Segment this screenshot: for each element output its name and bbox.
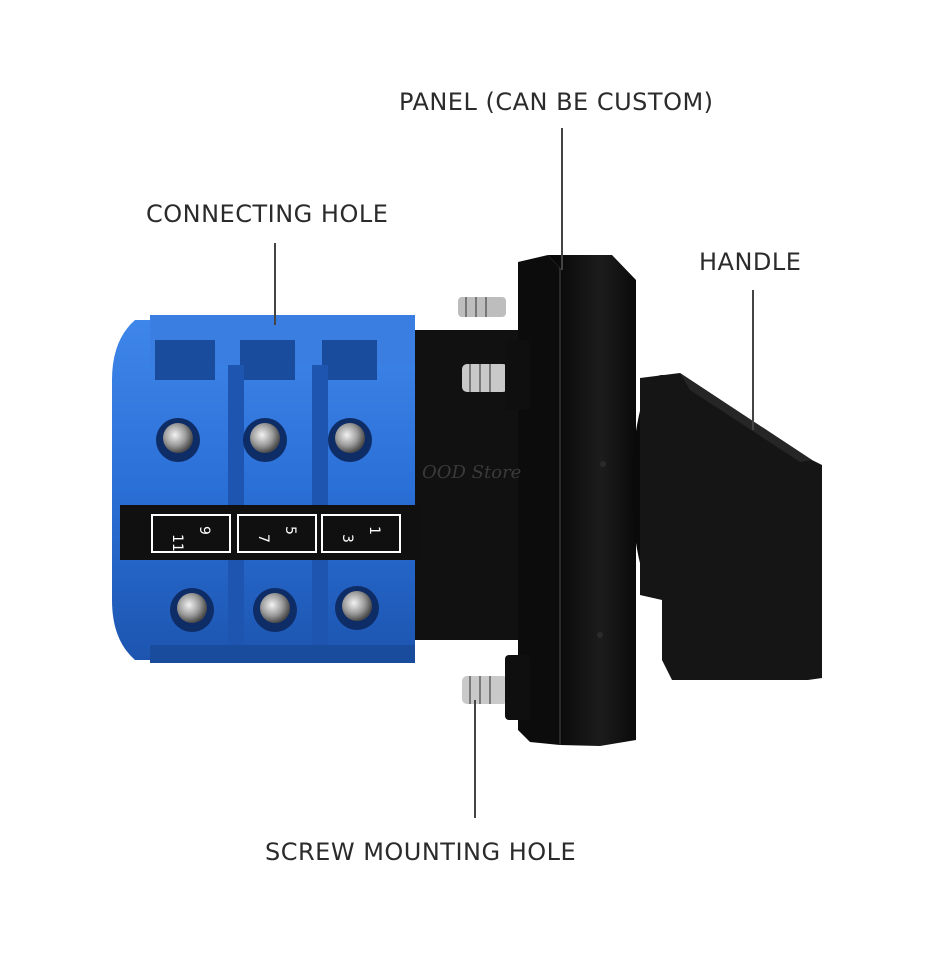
terminal-block xyxy=(112,315,420,663)
terminal-label-9: 9 xyxy=(196,526,212,535)
terminal-label-1: 1 xyxy=(366,526,382,535)
screw-bottom xyxy=(462,655,530,720)
panel-leader-line xyxy=(561,128,563,270)
terminal-screws xyxy=(156,418,379,632)
callout-panel: PANEL (CAN BE CUSTOM) xyxy=(399,88,714,116)
callout-connecting-hole: CONNECTING HOLE xyxy=(146,200,389,228)
terminal-label-11: 11 xyxy=(169,534,185,552)
terminal-label-5: 5 xyxy=(282,526,298,535)
handle-leader-line xyxy=(752,290,754,430)
screw-top-left xyxy=(458,297,506,317)
terminal-label-3: 3 xyxy=(339,534,355,543)
panel-plate xyxy=(518,255,636,746)
callout-screw-mounting-hole: SCREW MOUNTING HOLE xyxy=(265,838,577,866)
terminal-markings: 9 11 5 7 1 3 xyxy=(151,514,401,553)
screw-mid xyxy=(462,340,530,410)
screw-mounting-leader-line xyxy=(474,700,476,818)
callout-handle: HANDLE xyxy=(699,248,802,276)
watermark: OOD Store xyxy=(422,462,521,483)
terminal-label-7: 7 xyxy=(255,534,271,543)
connecting-hole-leader-line xyxy=(274,243,276,325)
handle xyxy=(632,373,822,680)
